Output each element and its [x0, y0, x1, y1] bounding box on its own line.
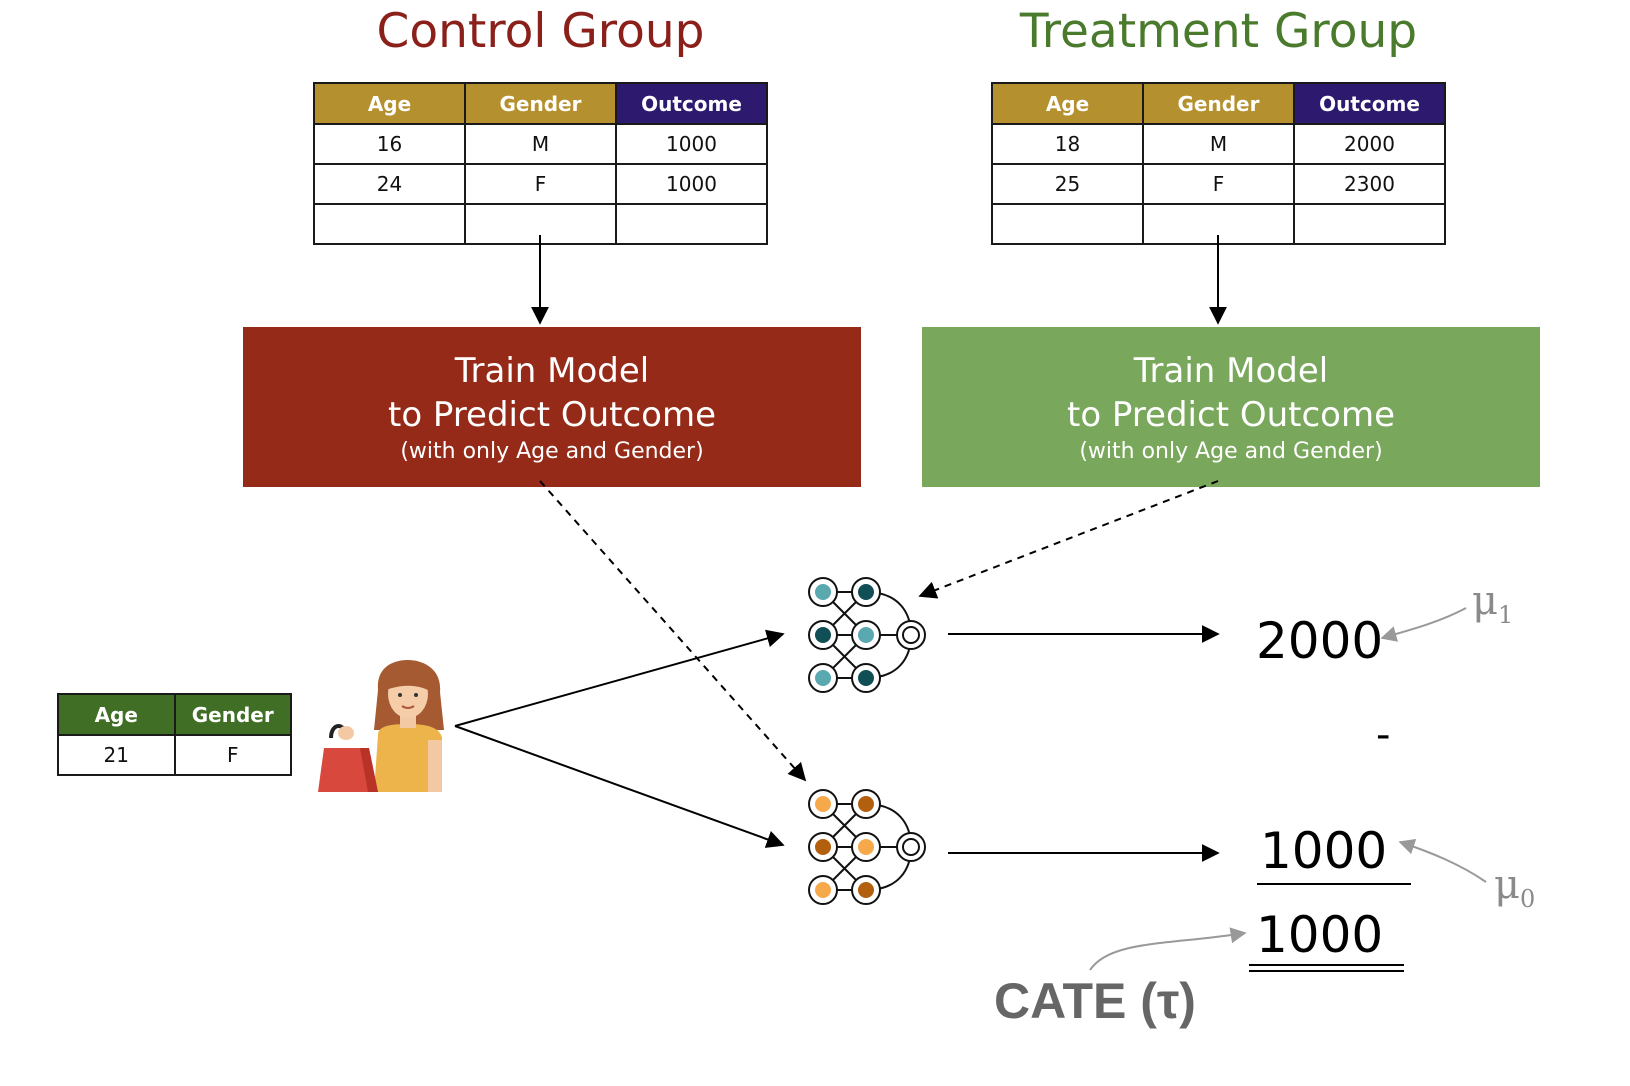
control-group-title: Control Group	[376, 4, 705, 59]
control-table-header: Age Gender Outcome	[313, 82, 768, 125]
input-to-treatment-arrow	[454, 629, 785, 727]
neural-network-icon	[808, 789, 926, 905]
model-note: (with only Age and Gender)	[400, 439, 704, 464]
model-title: Train Model	[1133, 351, 1329, 391]
cell-empty	[313, 203, 466, 245]
mu1-symbol: μ	[1472, 578, 1498, 624]
table-row: 18 M 2000	[991, 123, 1446, 165]
mu0-value: 1000	[1260, 822, 1388, 880]
input-to-control-arrow	[454, 725, 785, 848]
header-outcome: Outcome	[615, 82, 768, 125]
cell-outcome: 1000	[615, 123, 768, 165]
header-age: Age	[57, 693, 176, 736]
cell-outcome: 2300	[1293, 163, 1446, 205]
cell-gender: M	[464, 123, 617, 165]
cell-empty	[615, 203, 768, 245]
cell-outcome: 1000	[615, 163, 768, 205]
treatment-group-title: Treatment Group	[1019, 4, 1418, 59]
cate-label: CATE (τ)	[994, 973, 1196, 1029]
header-age: Age	[991, 82, 1144, 125]
cell-gender: F	[464, 163, 617, 205]
cell-empty	[1293, 203, 1446, 245]
treatment-model-box: Train Model to Predict Outcome (with onl…	[922, 327, 1540, 487]
header-gender: Gender	[173, 693, 292, 736]
mu0-label: μ0	[1494, 862, 1535, 913]
mu0-symbol: μ	[1494, 862, 1520, 908]
control-model-box: Train Model to Predict Outcome (with onl…	[243, 327, 861, 487]
cell-age: 24	[313, 163, 466, 205]
input-table-header: Age Gender	[57, 693, 292, 736]
model-note: (with only Age and Gender)	[1079, 439, 1383, 464]
control-model-dashed-arrow	[539, 480, 807, 782]
model-subtitle: to Predict Outcome	[387, 395, 717, 435]
treatment-table-header: Age Gender Outcome	[991, 82, 1446, 125]
cate-value: 1000	[1256, 906, 1384, 964]
header-gender: Gender	[464, 82, 617, 125]
treatment-table: Age Gender Outcome 18 M 2000 25 F 2300	[991, 82, 1446, 245]
mu0-pointer	[1398, 838, 1487, 883]
mu1-pointer	[1380, 607, 1467, 642]
mu1-value: 2000	[1256, 612, 1384, 670]
cate-pointer	[1089, 927, 1247, 971]
table-row: 24 F 1000	[313, 163, 768, 205]
header-age: Age	[313, 82, 466, 125]
header-outcome: Outcome	[1293, 82, 1446, 125]
table-row: 21 F	[57, 734, 292, 776]
cell-gender: F	[1142, 163, 1295, 205]
cell-age: 18	[991, 123, 1144, 165]
cell-gender: M	[1142, 123, 1295, 165]
mu0-subscript: 0	[1520, 885, 1536, 913]
minus-sign: -	[1376, 712, 1391, 758]
mu1-subscript: 1	[1498, 601, 1514, 629]
header-gender: Gender	[1142, 82, 1295, 125]
table-row: 25 F 2300	[991, 163, 1446, 205]
control-table: Age Gender Outcome 16 M 1000 24 F 1000	[313, 82, 768, 245]
table-row: 16 M 1000	[313, 123, 768, 165]
input-table: Age Gender 21 F	[57, 693, 292, 776]
cell-gender: F	[173, 734, 292, 776]
cell-empty	[991, 203, 1144, 245]
cell-age: 21	[57, 734, 176, 776]
table-row	[313, 203, 768, 245]
cell-outcome: 2000	[1293, 123, 1446, 165]
neural-network-icon	[808, 577, 926, 693]
cell-age: 25	[991, 163, 1144, 205]
mu1-label: μ1	[1472, 578, 1513, 629]
shopper-woman-icon	[318, 660, 444, 792]
model-subtitle: to Predict Outcome	[1066, 395, 1396, 435]
cell-age: 16	[313, 123, 466, 165]
model-title: Train Model	[454, 351, 650, 391]
treatment-model-dashed-arrow	[918, 480, 1219, 599]
